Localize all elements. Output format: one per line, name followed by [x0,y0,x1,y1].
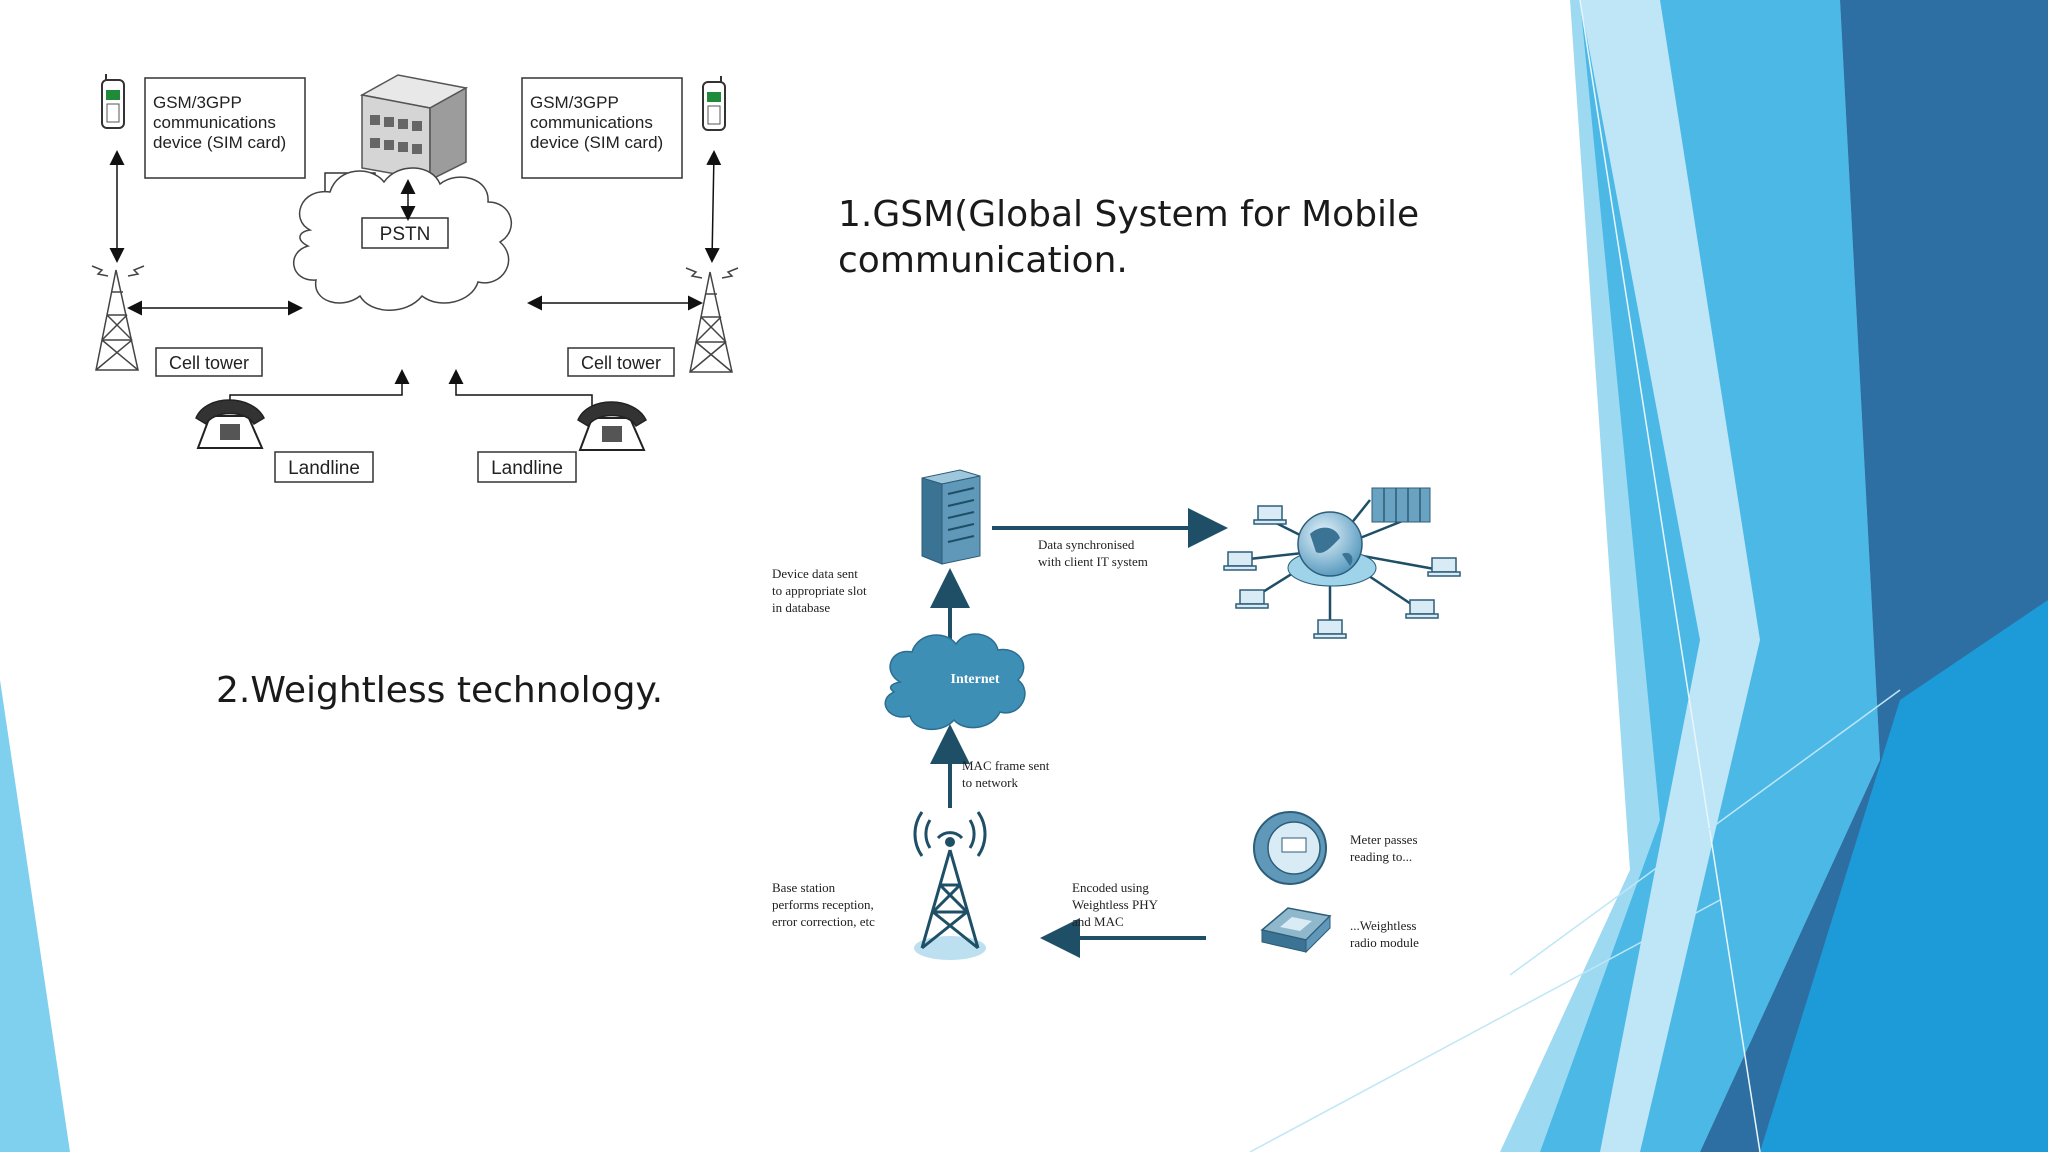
smart-meter-icon [1253,811,1327,885]
phone-tower-right-link [704,150,722,263]
meter-note-line: reading to... [1350,849,1412,864]
internet-label: Internet [951,672,1000,687]
cell-tower-right-label: Cell tower [581,353,661,373]
weightless-heading: 2.Weightless technology. [216,670,664,711]
svg-text:Encoded using Weightless: Encoded using Weightless PHY and MAC [1072,880,1161,929]
svg-text:Data synchronised with c: Data synchronised with client IT system [1038,537,1148,569]
gsm-heading: 1.GSM(Global System for Mobile communica… [838,194,1420,281]
base-station-note-line: error correction, etc [772,914,875,929]
svg-text:...Weightless radio modu: ...Weightless radio module [1350,918,1420,950]
pstn-label: PSTN [380,224,431,245]
device-box-left-line: device (SIM card) [153,133,286,152]
device-data-note-line: Device data sent [772,566,858,581]
mobile-phone-right-icon [702,76,726,131]
svg-text:GSM/3GPP communications: GSM/3GPP communications device (SIM card… [153,93,286,152]
svg-text:MAC frame sent to networ: MAC frame sent to network [962,758,1053,790]
central-office-building-icon [359,74,469,182]
cell-tower-left-label: Cell tower [169,353,249,373]
svg-text:Base station performs re: Base station performs reception, error c… [772,880,877,929]
cell-tower-left-icon [91,265,145,371]
encoded-note-line: Encoded using [1072,880,1149,895]
internet-cloud [884,633,1026,730]
cell-tower-right-label-box [567,347,675,377]
base-station-tower-icon [913,811,987,960]
gsm-network-diagram: GSM/3GPP communications device (SIM card… [91,74,739,483]
radio-module-chip-icon [1260,907,1332,954]
cell-tower-right-icon [685,267,739,373]
device-box-right-line: GSM/3GPP [530,93,619,112]
client-it-network-icon [1223,487,1461,639]
landline-right-label: Landline [491,458,563,479]
encoded-note-line: and MAC [1072,914,1124,929]
device-data-note-line: to appropriate slot [772,583,867,598]
encoded-note-line: Weightless PHY [1072,897,1159,912]
device-box-right-line: communications [530,113,653,132]
landline-right-link [448,369,593,410]
svg-text:GSM/3GPP communications: GSM/3GPP communications device (SIM card… [530,93,663,152]
base-station-note-line: Base station [772,880,836,895]
sync-note-line: Data synchronised [1038,537,1135,552]
device-data-note-line: in database [772,600,830,615]
landline-left-label: Landline [288,458,360,479]
radio-note-line: radio module [1350,935,1419,950]
svg-text:Meter passes reading to.: Meter passes reading to... [1350,832,1421,864]
device-box-right [521,77,683,179]
landline-left-link [229,369,410,410]
mac-note-line: to network [962,775,1018,790]
meter-note-line: Meter passes [1350,832,1418,847]
device-box-left-line: GSM/3GPP [153,93,242,112]
landline-phone-right-icon [577,401,647,451]
svg-text:Device data sent to appr: Device data sent to appropriate slot in … [772,566,870,615]
device-box-left [144,77,306,179]
pstn-label-box [361,217,449,249]
landline-left-label-box [274,451,374,483]
weightless-network-diagram: Device data sent to appropriate slot in … [772,469,1461,960]
database-server-icon [921,469,981,565]
sync-note-line: with client IT system [1038,554,1148,569]
radio-note-line: ...Weightless [1350,918,1416,933]
cell-tower-left-label-box [155,347,263,377]
device-box-right-line: device (SIM card) [530,133,663,152]
base-station-note-line: performs reception, [772,897,874,912]
mobile-phone-left-icon [101,74,125,129]
device-box-left-line: communications [153,113,276,132]
landline-phone-left-icon [195,399,265,449]
mac-note-line: MAC frame sent [962,758,1050,773]
landline-right-label-box [477,451,577,483]
